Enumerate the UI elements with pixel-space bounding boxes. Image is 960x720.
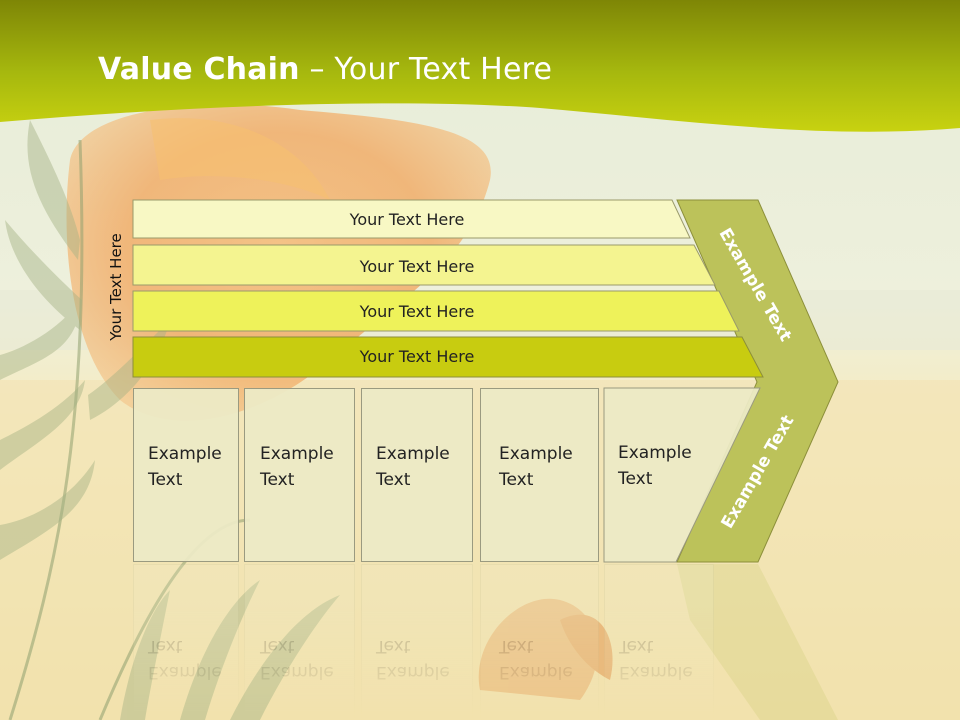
row-shape-1: [132, 199, 691, 239]
reflect-box-4: Example Text: [480, 564, 599, 720]
reflect-box-5: Example Text: [604, 564, 714, 720]
row-2-label: Your Text Here: [359, 256, 475, 276]
row-shape-3: [132, 290, 740, 332]
box-4-line2: Text: [499, 470, 534, 490]
box-5-line2: Text: [618, 469, 653, 489]
row-3-label: Your Text Here: [359, 301, 475, 321]
reflect-box-2: Example Text: [244, 564, 355, 720]
box-5-line1: Example: [618, 443, 692, 463]
row-2: Your Text Here: [133, 246, 713, 286]
row-1-label: Your Text Here: [349, 209, 465, 229]
title-rest: – Your Text Here: [299, 52, 553, 87]
row-4-label: Your Text Here: [359, 346, 475, 366]
reflect-box-5-line1: Example: [619, 662, 693, 682]
row-1: Your Text Here: [133, 199, 693, 239]
reflect-box-2-line1: Example: [260, 662, 334, 682]
reflect-box-1-line2: Text: [148, 636, 183, 656]
reflect-box-1: Example Text: [133, 564, 239, 720]
row-3: Your Text Here: [133, 291, 713, 331]
row-shape-2: [132, 244, 716, 286]
box-2-line1: Example: [260, 444, 334, 464]
box-1-line1: Example: [148, 444, 222, 464]
reflect-box-4-line1: Example: [499, 662, 573, 682]
row-shape-4: [132, 336, 764, 378]
title-bold: Value Chain: [98, 52, 300, 87]
page-title: Value Chain – Your Text Here: [98, 52, 552, 87]
reflect-box-3-line1: Example: [376, 662, 450, 682]
boxes-reflection: Example Text Example Text Example Text Exam…: [0, 564, 960, 720]
box-3-line2: Text: [376, 470, 411, 490]
box-4-line1: Example: [499, 444, 573, 464]
box-3-line1: Example: [376, 444, 450, 464]
reflect-box-2-line2: Text: [260, 636, 295, 656]
reflect-box-1-line1: Example: [148, 662, 222, 682]
row-4: Your Text Here: [133, 336, 713, 376]
box-1-line2: Text: [148, 470, 183, 490]
reflect-box-3-line2: Text: [376, 636, 411, 656]
box-2-line2: Text: [260, 470, 295, 490]
reflect-box-4-line2: Text: [499, 636, 534, 656]
reflect-box-3: Example Text: [361, 564, 473, 720]
reflect-box-5-line2: Text: [619, 636, 654, 656]
